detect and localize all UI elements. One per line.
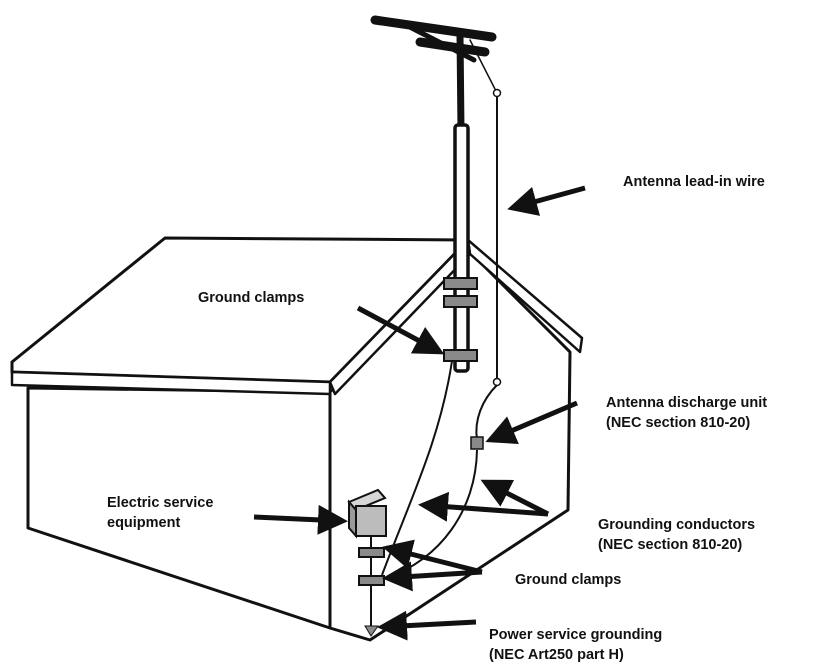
arrow-ground-clamps-a <box>382 539 483 575</box>
label-electric-service-equipment: Electric service equipment <box>107 495 214 531</box>
antenna-element-top <box>370 15 497 42</box>
label-ground-clamps-bottom: Ground clamps <box>515 572 622 588</box>
roof-eave <box>10 370 332 396</box>
mast-clamps <box>443 277 478 362</box>
arrow-grounding-conductor-a <box>418 491 549 522</box>
label-power-service-grounding: Power service grounding (NEC Art250 part… <box>489 627 663 663</box>
service-clamp <box>358 575 385 586</box>
arrow-power-grounding <box>377 610 477 641</box>
label-antenna-discharge-unit: Antenna discharge unit (NEC section 810-… <box>606 395 768 431</box>
arrow-ground-clamps-b <box>382 561 483 592</box>
mast-clamp <box>443 277 478 290</box>
antenna-discharge-unit <box>470 436 484 450</box>
service-clamp <box>358 547 385 558</box>
arrow-ground-clamps-top <box>356 305 445 355</box>
antenna-mast-upper <box>456 31 465 134</box>
arrow-grounding-conductor-b <box>480 479 550 517</box>
lead-in-wire <box>475 88 502 441</box>
antenna-stay <box>469 39 498 94</box>
mast-clamp <box>443 295 478 308</box>
ground-rod-tip <box>364 625 379 637</box>
label-antenna-lead-in: Antenna lead-in wire <box>623 174 765 190</box>
arrow-electric-service <box>253 504 348 535</box>
mast-clamp <box>443 349 478 362</box>
antenna <box>370 15 498 373</box>
arrow-discharge-unit <box>485 400 578 445</box>
arrows <box>253 185 586 641</box>
label-grounding-conductors: Grounding conductors (NEC section 810-20… <box>598 517 756 553</box>
arrow-lead-in <box>507 185 586 216</box>
label-ground-clamps-top: Ground clamps <box>198 290 305 306</box>
antenna-mast <box>453 123 470 373</box>
